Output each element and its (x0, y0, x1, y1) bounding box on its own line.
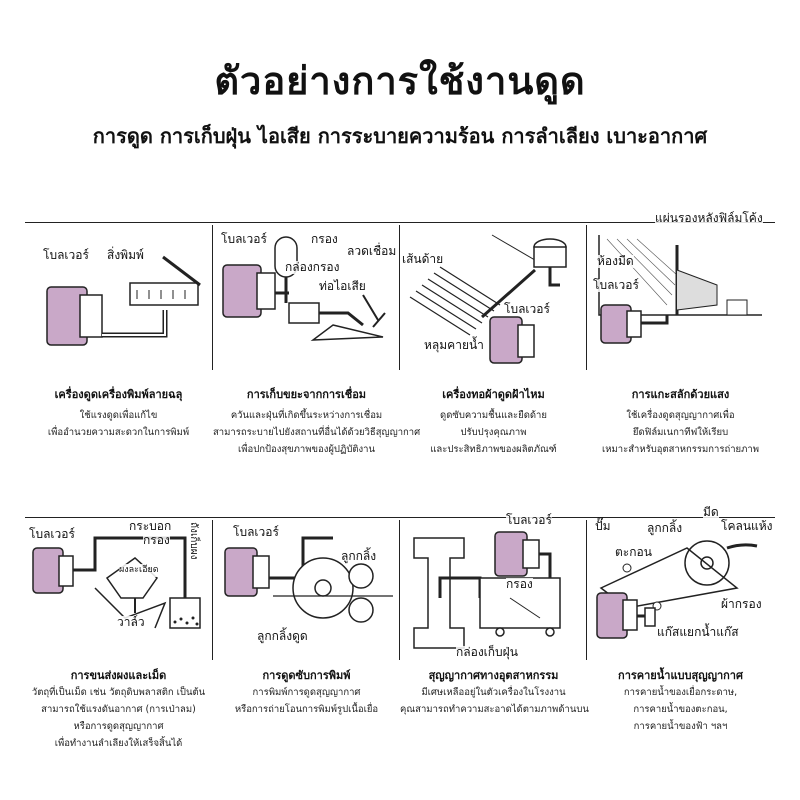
row1-divider (25, 222, 775, 223)
caption-desc: การคายน้ำของเยื่อกระดาษ, การคายน้ำของตะก… (623, 687, 738, 732)
label-blower: โบลเวอร์ (233, 525, 279, 539)
gas-separator (644, 607, 656, 627)
textile-loom-diagram (409, 234, 567, 364)
conveying-pipe (73, 536, 187, 598)
label-cylinder: กระบอก (129, 519, 172, 533)
photo-engraving-diagram (598, 235, 762, 344)
blower-motor (224, 547, 258, 597)
vertical-divider (586, 225, 587, 370)
powder-grains (173, 616, 199, 626)
knife (726, 543, 758, 550)
print-table (129, 282, 199, 306)
label-gas-separator: แก๊สแยกน้ำแก๊ส (657, 625, 739, 639)
panel-photo-engraving: แผ่นรองหลังฟิล์มโค้ง ห้องมืด โบลเวอร์ กา… (587, 212, 774, 465)
label-blower: โบลเวอร์ (43, 248, 89, 262)
label-darkroom: ห้องมืด (597, 254, 634, 268)
caption-title: การขนส่งผงและเม็ด (70, 669, 167, 682)
blower-motor (222, 264, 262, 318)
vertical-divider (212, 520, 213, 660)
panel-industrial-vacuum: โบลเวอร์ กรอง กล่องเก็บฝุ่น สุญญากาศทางอ… (400, 514, 589, 778)
label-knife: มีด (703, 505, 719, 519)
caption-desc: มีเศษเหลืออยู่ในตัวเครื่องในโรงงาน คุณสา… (400, 687, 589, 715)
caption-desc: การพิมพ์การดูดสุญญากาศ หรือการถ่ายโอนการ… (234, 687, 379, 715)
panel-textile-loom: เส้นด้าย โบลเวอร์ หลุมคายน้ำ เครื่องทอผ้… (400, 225, 587, 465)
roller-top (348, 563, 374, 589)
caption-title: การเก็บขยะจากการเชื่อม (246, 388, 367, 401)
printer-lid (162, 255, 201, 287)
caption-desc: ควันและฝุ่นที่เกิดขึ้นระหว่างการเชื่อม ส… (213, 410, 421, 455)
welding-torch (362, 294, 386, 328)
panel-powder-conveying: โบลเวอร์ กระบอก กรอง วาล์ว ผงละเอียด ถัง… (25, 518, 212, 778)
blower-motor (489, 316, 523, 364)
label-suction-roller: ลูกกลิ้งดูด (257, 629, 308, 643)
label-filter-cloth: ผ้ากรอง (721, 597, 762, 611)
label-fine-powder: ผงละเอียด (119, 564, 159, 577)
vertical-divider (586, 520, 587, 660)
label-blower: โบลเวอร์ (504, 302, 550, 316)
label-yarn: เส้นด้าย (402, 252, 444, 266)
label-film-back: แผ่นรองหลังฟิล์มโค้ง (655, 211, 763, 225)
label-exhaust-pipe: ท่อไอเสีย (319, 279, 366, 293)
label-print: สิ่งพิมพ์ (107, 248, 144, 262)
vertical-divider (212, 225, 213, 370)
caption-title: เครื่องทอผ้าดูดฝ้าไหม (442, 388, 545, 401)
caption-title: การแกะสลักด้วยแสง (631, 388, 730, 401)
filter-box (288, 302, 320, 324)
welding-table (310, 324, 384, 341)
label-valve: วาล์ว (117, 615, 145, 629)
caption-title: เครื่องดูดเครื่องพิมพ์ลายฉลุ (54, 388, 183, 401)
caption-desc: ดูดซับความชื้นและยืดด้าย ปรับปรุงคุณภาพ … (430, 410, 557, 455)
panel-print-suction: โบลเวอร์ ลูกกลิ้ง ลูกกลิ้งดูด การดูดซับก… (213, 518, 400, 778)
panel-vacuum-dewatering: ปั๊ม ลูกกลิ้ง มีด โคลนแห้ง ตะกอน ผ้ากรอง… (587, 506, 774, 778)
caption-title: การคายน้ำแบบสุญญากาศ (618, 669, 743, 682)
label-dust-box: กล่องเก็บฝุ่น (456, 645, 518, 659)
label-filter: กรอง (143, 533, 170, 547)
lens-cone (676, 269, 718, 311)
yarn-threads (409, 266, 501, 336)
exhaust-pipe (275, 277, 364, 327)
caption-desc: วัตถุที่เป็นเม็ด เช่น วัตถุดิบพลาสติก เป… (31, 687, 206, 749)
label-welding-wire: ลวดเชื่อม (347, 244, 397, 258)
label-roller: ลูกกลิ้ง (647, 521, 683, 535)
caption-title: การดูดซับการพิมพ์ (262, 669, 351, 682)
label-filter-box: กล่องกรอง (285, 260, 340, 274)
light-rays (606, 238, 678, 306)
label-dry-mud: โคลนแห้ง (721, 519, 773, 533)
label-filter: กรอง (311, 232, 338, 246)
label-sediment: ตะกอน (615, 545, 652, 559)
yarn-feed (491, 234, 541, 264)
label-powder-tank: ถังเก็บผง (187, 522, 200, 560)
label-blower: โบลเวอร์ (593, 278, 639, 292)
roller-bottom (348, 597, 374, 623)
vertical-divider (399, 225, 400, 370)
label-roller: ลูกกลิ้ง (341, 549, 377, 563)
label-blower: โบลเวอร์ (29, 527, 75, 541)
page-subtitle: การดูด การเก็บฝุ่น ไอเสีย การระบายความร้… (92, 124, 708, 148)
row2-divider (25, 517, 775, 518)
print-suction-diagram (224, 536, 393, 623)
label-pump: ปั๊ม (595, 519, 611, 533)
blower-fan (79, 294, 103, 338)
vacuum-dewatering-diagram (596, 540, 758, 639)
powder-tank (169, 597, 201, 629)
caption-desc: ใช้แรงดูดเพื่อแก้ไข เพื่ออำนวยความสะดวกใ… (47, 410, 190, 438)
suction-pipe (481, 268, 536, 319)
caption-title: สุญญากาศทางอุตสาหกรรม (428, 669, 559, 682)
welding-fume-diagram (222, 236, 386, 341)
label-filter: กรอง (506, 577, 533, 591)
label-blower: โบลเวอร์ (506, 513, 552, 527)
label-blower: โบลเวอร์ (221, 232, 267, 246)
blower-motor (494, 531, 528, 577)
caption-desc: ใช้เครื่องดูดสุญญากาศเพื่อ ยึดฟิล์มเนกาท… (602, 410, 759, 455)
label-drain-hole: หลุมคายน้ำ (424, 338, 484, 352)
stencil-printer-diagram (46, 255, 201, 346)
page-title: ตัวอย่างการใช้งานดูด (214, 59, 586, 103)
panel-stencil-printer: โบลเวอร์ สิ่งพิมพ์ เครื่องดูดเครื่องพิมพ… (25, 225, 212, 465)
panel-welding-fume: โบลเวอร์ กรอง กล่องกรอง ลวดเชื่อม ท่อไอเ… (213, 225, 421, 465)
suction-pipe (102, 310, 168, 338)
vertical-divider (399, 520, 400, 660)
suction-pipe (269, 536, 333, 580)
